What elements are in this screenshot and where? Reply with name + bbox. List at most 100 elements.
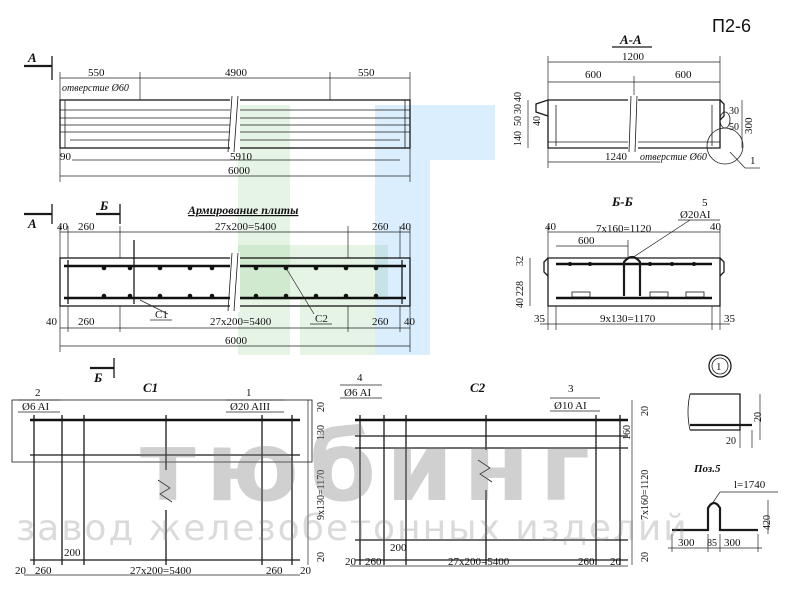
c1-callout-left: 2 xyxy=(35,387,41,399)
dim-aa-right-30: 30 xyxy=(729,106,739,117)
callout-5: 5 xyxy=(702,197,708,209)
c2-spec-left: Ø6 AI xyxy=(344,387,372,399)
section-marker-a: А xyxy=(27,50,37,65)
c1-callout-right: 1 xyxy=(246,387,252,399)
dim-reinf-top-40-r: 40 xyxy=(400,221,412,233)
dim-bb-40-l: 40 xyxy=(545,221,557,233)
dim-reinf-bot-span: 27x200=5400 xyxy=(210,316,272,328)
hole-note-plan: отверстие Ø60 xyxy=(62,83,129,94)
c1-dim-b-20-r: 20 xyxy=(300,565,312,577)
poz5-dim-300-r: 300 xyxy=(724,537,741,549)
dim-reinf-top-260-r: 260 xyxy=(372,221,389,233)
dim-reinf-bot-260-r: 260 xyxy=(372,316,389,328)
c1-dim-b-260-l: 260 xyxy=(35,565,52,577)
c1-dim-r-130: 130 xyxy=(316,425,327,440)
c2-title: С2 xyxy=(470,380,486,395)
detail-1-dim-v: 20 xyxy=(753,412,764,422)
c2-callout-right: 3 xyxy=(568,383,574,395)
sheet-code: П2-6 xyxy=(712,16,751,36)
dim-reinf-top-260-l: 260 xyxy=(78,221,95,233)
dim-aa-left-50: 50 xyxy=(513,116,524,126)
dim-600-left-aa: 600 xyxy=(585,69,602,81)
poz5-height: 420 xyxy=(762,515,773,530)
dim-bb-left-32: 32 xyxy=(515,256,526,266)
bb-bar-dots xyxy=(568,262,696,266)
c1-dim-r-20-top: 20 xyxy=(316,402,327,412)
c1-title: С1 xyxy=(143,380,158,395)
dim-bb-left-40: 40 xyxy=(515,298,526,308)
dim-reinf-top-span: 27x200=5400 xyxy=(215,221,277,233)
section-aa-title: А-А xyxy=(619,32,642,47)
dim-bb-600: 600 xyxy=(578,235,595,247)
poz5-length: l=1740 xyxy=(734,479,766,491)
poz5-dim-300-l: 300 xyxy=(678,537,695,549)
poz5-detail: Поз.5 l=1740 420 300 85 300 xyxy=(668,463,778,552)
c2-dim-r-span: 7x160=1120 xyxy=(640,470,651,520)
c1-dim-r-20-bot: 20 xyxy=(316,552,327,562)
dim-550-left: 550 xyxy=(88,67,105,79)
dim-reinf-6000: 6000 xyxy=(225,335,248,347)
dim-90: 90 xyxy=(60,151,72,163)
poz5-title: Поз.5 xyxy=(693,463,721,475)
dim-bb-top-span: 7x160=1120 xyxy=(596,223,652,235)
section-bb: Б-Б 5 Ø20АI 40 7x160=1120 40 600 32 228 … xyxy=(515,194,736,330)
hole-note-aa: отверстие Ø60 xyxy=(640,152,707,163)
c2-spec-right: Ø10 AI xyxy=(554,400,587,412)
section-aa: А-А 1200 600 600 140 50 30 40 40 30 50 3… xyxy=(513,32,760,169)
c2-dim-b-span: 27x200=5400 xyxy=(448,556,510,568)
dim-reinf-bot-40-r: 40 xyxy=(404,316,416,328)
label-c2: С2 xyxy=(315,313,328,325)
reinforcement-title: Армирование плиты xyxy=(187,203,298,217)
dim-600-right-aa: 600 xyxy=(675,69,692,81)
plan-view: А 550 4900 550 отверстие Ø60 90 5910 600… xyxy=(24,50,411,182)
dim-6000-plan: 6000 xyxy=(228,165,251,177)
dim-bb-bot-span: 9x130=1170 xyxy=(600,313,656,325)
c2-dim-r-20-top: 20 xyxy=(640,406,651,416)
cage-c1: 2 Ø6 AI С1 1 Ø20 AIII 20 130 9x130=1170 … xyxy=(11,380,327,577)
detail-1: 1 20 20 xyxy=(687,354,764,448)
dim-reinf-bot-40-l: 40 xyxy=(46,316,58,328)
detail-1-callout: 1 xyxy=(716,361,722,373)
watermark-brand: тюбинг xyxy=(140,411,600,523)
c1-dim-b-span: 27x200=5400 xyxy=(130,565,192,577)
poz5-dim-85: 85 xyxy=(707,538,717,549)
c2-dim-r-20-bot: 20 xyxy=(640,552,651,562)
dim-1200: 1200 xyxy=(622,51,645,63)
c1-dim-b-260-r: 260 xyxy=(266,565,283,577)
dim-aa-left-30: 30 xyxy=(513,104,524,114)
dim-reinf-bot-260-l: 260 xyxy=(78,316,95,328)
dim-bb-left-228: 228 xyxy=(515,281,526,296)
callout-1-aa: 1 xyxy=(750,155,756,167)
c1-dim-200: 200 xyxy=(64,547,81,559)
dim-bb-40-r: 40 xyxy=(710,221,722,233)
c2-dim-200: 200 xyxy=(390,542,407,554)
dim-550-right: 550 xyxy=(358,67,375,79)
watermark-subtitle: завод железобетонных изделий xyxy=(16,508,689,549)
dim-aa-300: 300 xyxy=(743,117,755,134)
reinforcement-view: Б А Армирование плиты 40 260 27x200=5400… xyxy=(24,198,416,385)
c2-dim-r-160: 160 xyxy=(622,425,633,440)
c2-dim-b-20-l: 20 xyxy=(345,556,357,568)
dim-bb-bot-35-r: 35 xyxy=(724,313,736,325)
bar-spec-bb: Ø20АI xyxy=(680,209,711,221)
cut-marker-b-bottom: Б xyxy=(93,370,102,385)
cut-marker-b-top: Б xyxy=(99,198,108,213)
dim-4900: 4900 xyxy=(225,67,248,79)
c1-spec-left: Ø6 AI xyxy=(22,401,50,413)
section-marker-a-reinf: А xyxy=(27,216,37,231)
rebar-dots xyxy=(101,265,379,299)
c2-dim-b-260-r: 260 xyxy=(578,556,595,568)
dim-5910: 5910 xyxy=(230,151,253,163)
c2-dim-b-20-r: 20 xyxy=(610,556,622,568)
dim-aa-left-140: 140 xyxy=(513,131,524,146)
section-bb-title: Б-Б xyxy=(611,194,633,209)
label-c1: С1 xyxy=(155,309,168,321)
dim-aa-inner-40: 40 xyxy=(532,116,543,126)
detail-1-dim-h: 20 xyxy=(726,436,736,447)
c1-dim-r-span: 9x130=1170 xyxy=(316,470,327,520)
dim-1240: 1240 xyxy=(605,151,628,163)
dim-aa-right-50: 50 xyxy=(729,122,739,133)
dim-reinf-top-40-l: 40 xyxy=(57,221,69,233)
c2-callout-left: 4 xyxy=(357,372,363,384)
